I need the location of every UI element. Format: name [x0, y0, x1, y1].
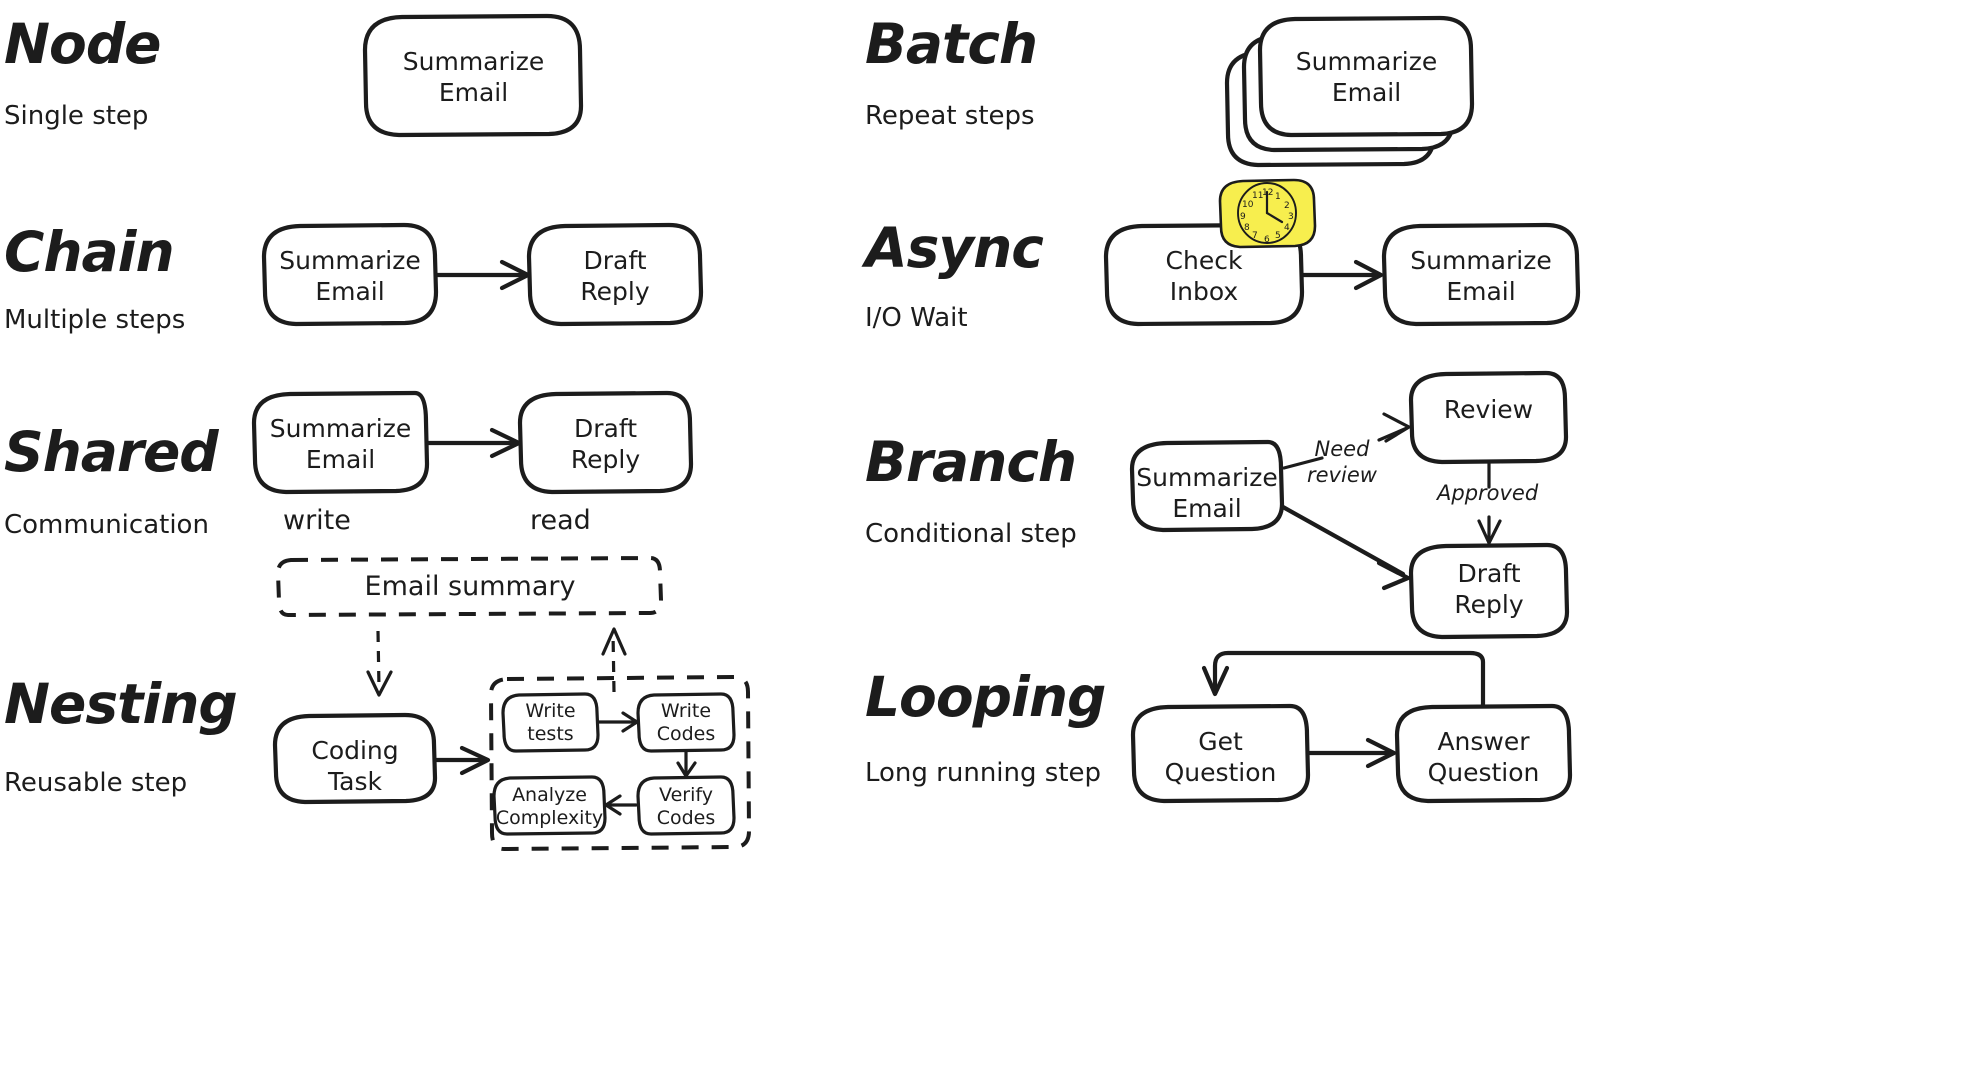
- clock-numeral-5: 5: [1275, 231, 1281, 241]
- clock-numeral-1: 1: [1275, 192, 1281, 202]
- batch-pattern-shape: [1224, 15, 1475, 168]
- clock-numeral-12: 12: [1262, 188, 1274, 198]
- clock-numeral-4: 4: [1284, 223, 1290, 233]
- pattern-title-looping: Looping: [865, 665, 1106, 729]
- pattern-title-branch: Branch: [865, 430, 1077, 494]
- branch-pattern-shape: [1129, 370, 1570, 640]
- clock-numeral-10: 10: [1242, 200, 1254, 210]
- edge-label-read: read: [530, 505, 591, 536]
- chain-pattern-shape: [261, 222, 704, 327]
- pattern-title-nesting: Nesting: [4, 672, 238, 736]
- clock-numeral-11: 11: [1252, 191, 1264, 201]
- pattern-subtitle-chain: Multiple steps: [4, 305, 186, 335]
- pattern-title-batch: Batch: [865, 12, 1038, 76]
- async-pattern-shape: [1103, 178, 1581, 327]
- looping-pattern-shape: [1130, 650, 1573, 804]
- edge-label-write: write: [283, 505, 351, 536]
- pattern-subtitle-async: I/O Wait: [865, 303, 968, 333]
- node-pattern-shape: [362, 13, 584, 138]
- edge-label-need-review: Need review: [1307, 437, 1377, 488]
- clock-numeral-2: 2: [1284, 201, 1290, 211]
- pattern-subtitle-nesting: Reusable step: [4, 768, 188, 798]
- clock-numeral-9: 9: [1240, 212, 1246, 222]
- pattern-subtitle-looping: Long running step: [865, 758, 1102, 788]
- pattern-subtitle-node: Single step: [4, 101, 149, 131]
- pattern-title-node: Node: [4, 12, 161, 76]
- pattern-subtitle-batch: Repeat steps: [865, 101, 1035, 131]
- pattern-title-shared: Shared: [4, 420, 219, 484]
- edge-label-approved: Approved: [1437, 481, 1539, 505]
- clock-icon-shape: [1218, 178, 1317, 249]
- clock-numeral-6: 6: [1264, 235, 1270, 245]
- pattern-subtitle-branch: Conditional step: [865, 519, 1077, 549]
- clock-numeral-3: 3: [1288, 212, 1294, 222]
- clock-numeral-7: 7: [1252, 231, 1258, 241]
- shared-pattern-shape: [251, 390, 694, 697]
- pattern-title-async: Async: [865, 216, 1044, 280]
- pattern-subtitle-shared: Communication: [4, 510, 209, 540]
- nesting-pattern-shape: [272, 675, 751, 851]
- clock-numeral-8: 8: [1244, 223, 1250, 233]
- pattern-title-chain: Chain: [4, 220, 175, 284]
- clock-icon: 12 1 2 3 4 5 6 7 8 9 10 11: [1220, 180, 1315, 248]
